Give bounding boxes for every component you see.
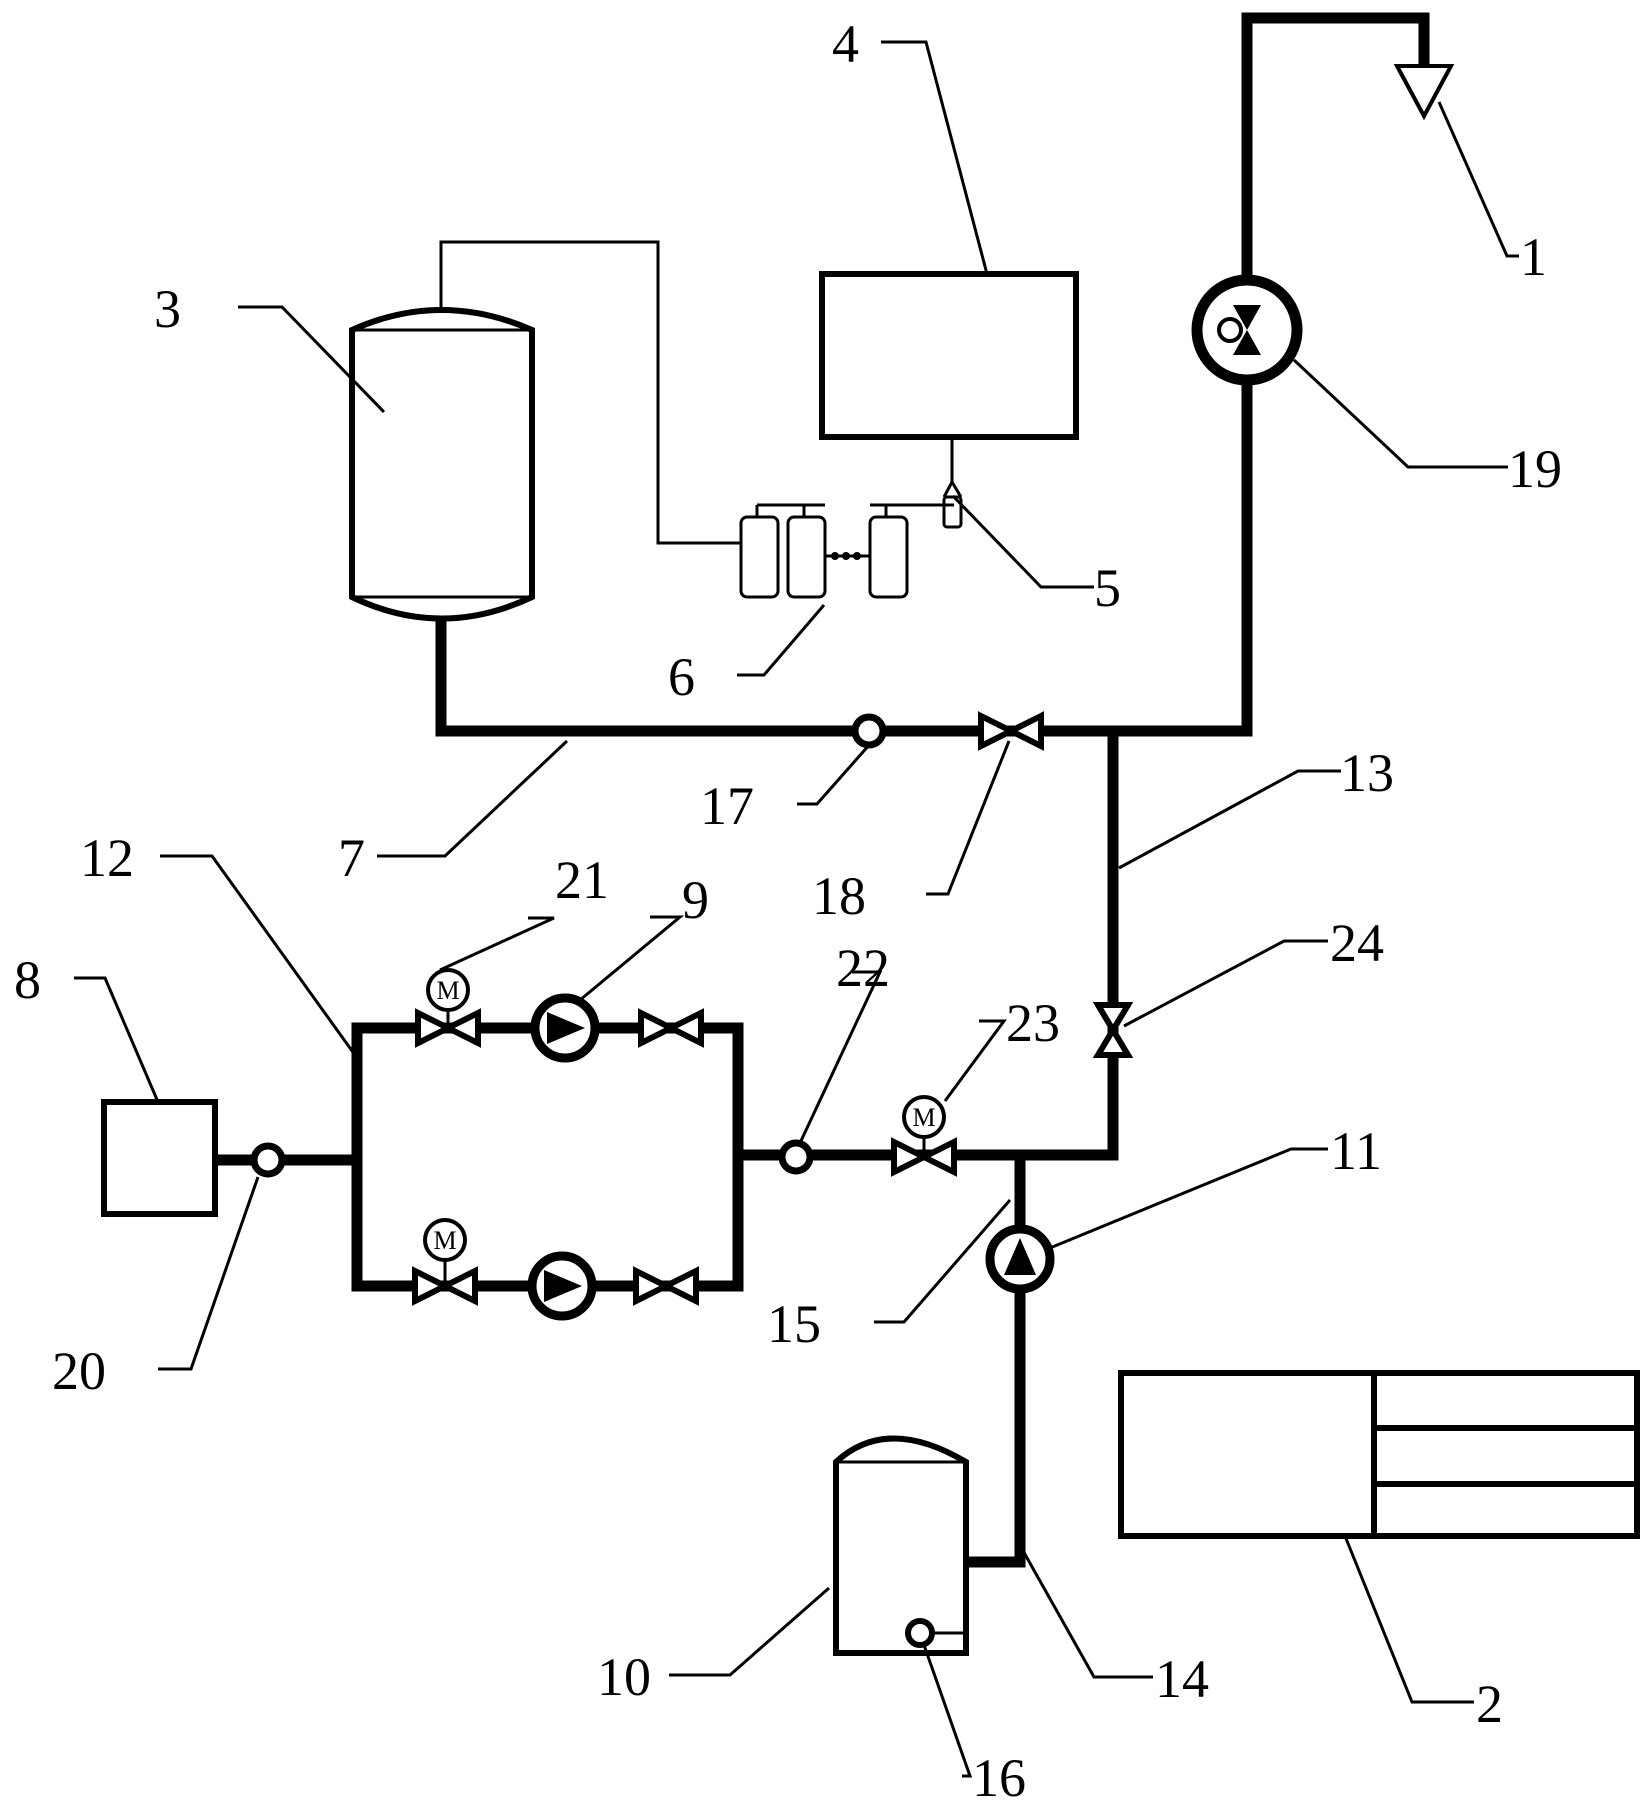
label-14: 14 — [1155, 1649, 1209, 1709]
label-9: 9 — [682, 870, 709, 930]
label-12: 12 — [80, 828, 134, 888]
motor-valve-21: M — [415, 968, 481, 1048]
label-7: 7 — [338, 828, 365, 888]
label-13: 13 — [1340, 743, 1394, 803]
pump-11 — [985, 1224, 1055, 1294]
label-2: 2 — [1476, 1674, 1503, 1734]
valve-upper-outlet — [638, 1008, 704, 1048]
label-6: 6 — [668, 647, 695, 707]
check-valve-22 — [778, 1139, 814, 1175]
pump-lower — [527, 1251, 597, 1321]
label-3: 3 — [154, 279, 181, 339]
flow-meter-19 — [1191, 274, 1303, 386]
control-cabinet-2 — [1118, 1370, 1640, 1539]
water-tank-10 — [833, 1435, 969, 1656]
check-valve-20 — [250, 1142, 286, 1178]
valve-lower-outlet — [633, 1266, 699, 1306]
label-23: 23 — [1006, 993, 1060, 1053]
gas-line — [439, 240, 740, 545]
motor-label: M — [436, 976, 459, 1005]
label-10: 10 — [597, 1647, 651, 1707]
motor-label-23: M — [912, 1103, 935, 1132]
leader-lines — [74, 40, 1519, 1778]
label-15: 15 — [767, 1294, 821, 1354]
motor-valve-23: M — [891, 1095, 957, 1177]
label-21: 21 — [555, 850, 609, 910]
pressure-device-8 — [101, 1099, 218, 1217]
motor-valve-lower: M — [412, 1218, 478, 1306]
label-22: 22 — [836, 938, 890, 998]
tank-3 — [349, 307, 535, 622]
motor-label-lower: M — [433, 1226, 456, 1255]
label-8: 8 — [14, 950, 41, 1010]
label-5: 5 — [1094, 558, 1121, 618]
gas-cylinders-6 — [739, 503, 954, 599]
reference-numerals: 1 19 3 4 5 6 7 13 17 18 12 21 9 22 23 24… — [14, 14, 1562, 1808]
valve-18 — [978, 711, 1044, 751]
label-4: 4 — [832, 14, 859, 74]
label-16: 16 — [972, 1748, 1026, 1808]
sprinkler-1 — [1393, 64, 1455, 121]
label-11: 11 — [1330, 1121, 1382, 1181]
label-1: 1 — [1520, 227, 1547, 287]
label-17: 17 — [700, 776, 754, 836]
pump-9 — [530, 993, 600, 1063]
sensor-5 — [942, 437, 963, 529]
label-24: 24 — [1330, 913, 1384, 973]
controller-4 — [819, 271, 1079, 440]
label-20: 20 — [52, 1341, 106, 1401]
valve-24 — [1092, 1002, 1134, 1058]
label-18: 18 — [812, 866, 866, 926]
label-19: 19 — [1508, 439, 1562, 499]
check-valve-17 — [851, 713, 887, 749]
